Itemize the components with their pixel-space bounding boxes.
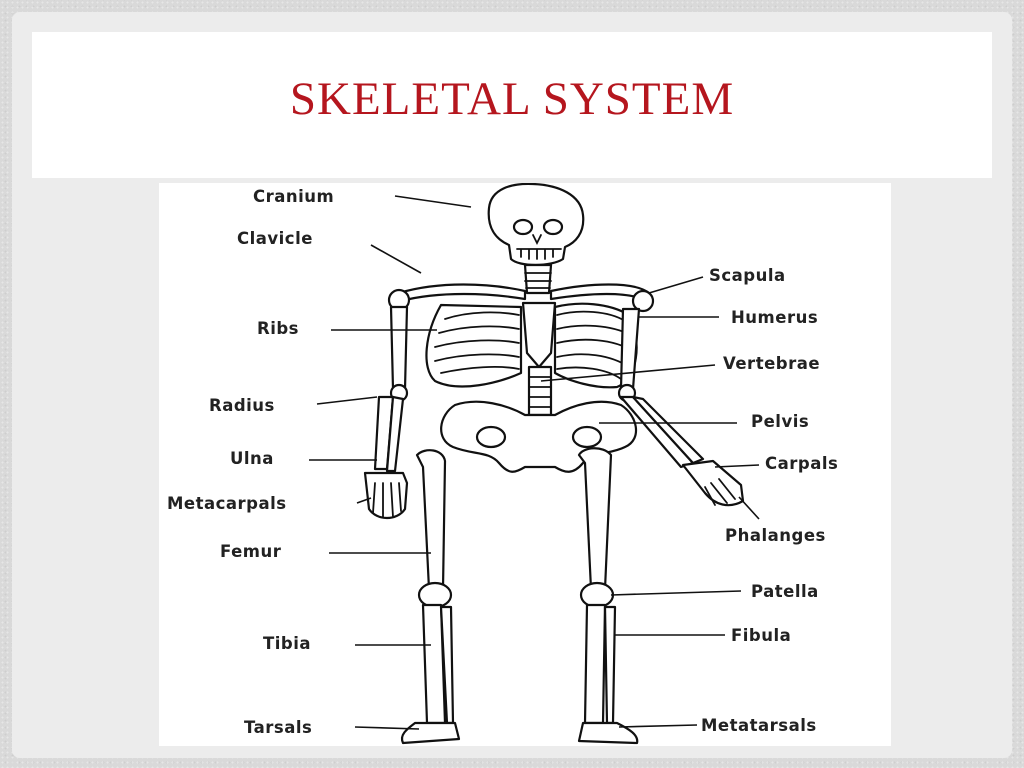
leader-vertebrae <box>540 364 716 382</box>
leader-metatarsals <box>618 724 698 728</box>
leader-clavicle <box>370 244 422 274</box>
skeleton-diagram: Cranium Clavicle Ribs Radius Ulna Metaca… <box>159 183 891 746</box>
label-tarsals: Tarsals <box>244 718 312 737</box>
label-fibula: Fibula <box>731 626 791 645</box>
slide-title: SKELETAL SYSTEM <box>289 73 735 125</box>
teeth <box>516 248 562 260</box>
label-vertebrae: Vertebrae <box>723 354 820 373</box>
right-femur <box>577 447 613 591</box>
right-ribs <box>556 310 634 380</box>
label-tibia: Tibia <box>263 634 311 653</box>
label-ulna: Ulna <box>230 449 274 468</box>
right-ulna <box>631 395 705 465</box>
neck-vertebrae <box>523 263 553 295</box>
skull <box>487 183 585 267</box>
nasal-cavity <box>532 234 542 246</box>
label-ribs: Ribs <box>257 319 299 338</box>
leader-phalanges <box>738 496 760 520</box>
label-patella: Patella <box>751 582 819 601</box>
left-clavicle <box>397 283 527 303</box>
left-knee <box>417 581 453 609</box>
sternum <box>521 301 557 369</box>
left-ribs <box>434 311 520 374</box>
label-pelvis: Pelvis <box>751 412 809 431</box>
left-eye-socket <box>512 218 534 236</box>
right-hand <box>681 459 745 507</box>
leader-tarsals <box>354 726 420 730</box>
leader-carpals <box>714 464 760 468</box>
leader-patella <box>610 590 742 596</box>
label-scapula: Scapula <box>709 266 786 285</box>
label-femur: Femur <box>220 542 282 561</box>
label-cranium: Cranium <box>253 187 334 206</box>
label-phalanges: Phalanges <box>725 526 826 545</box>
leader-lines <box>309 195 760 730</box>
skeleton-svg: Cranium Clavicle Ribs Radius Ulna Metaca… <box>167 183 838 745</box>
right-tibia <box>583 603 607 725</box>
leader-scapula <box>648 276 704 294</box>
right-fibula <box>603 605 617 725</box>
right-humerus <box>619 307 641 391</box>
label-radius: Radius <box>209 396 275 415</box>
skeleton-figure <box>363 183 745 745</box>
right-shoulder-joint <box>631 289 655 313</box>
title-panel: SKELETAL SYSTEM <box>32 32 992 178</box>
right-foot <box>577 721 639 745</box>
label-clavicle: Clavicle <box>237 229 313 248</box>
label-carpals: Carpals <box>765 454 838 473</box>
left-femur <box>415 449 447 591</box>
bone-labels: Cranium Clavicle Ribs Radius Ulna Metaca… <box>167 187 838 737</box>
label-humerus: Humerus <box>731 308 818 327</box>
leader-metacarpals <box>356 497 372 504</box>
right-knee <box>579 581 615 609</box>
left-foot <box>400 721 461 745</box>
right-hip-socket <box>571 425 603 449</box>
label-metatarsals: Metatarsals <box>701 716 817 735</box>
left-humerus <box>389 305 409 391</box>
label-metacarpals: Metacarpals <box>167 494 287 513</box>
leader-radius <box>316 396 378 405</box>
left-ulna <box>385 395 405 473</box>
leader-cranium <box>394 195 472 208</box>
right-eye-socket <box>542 218 564 236</box>
left-hip-socket <box>475 425 507 449</box>
